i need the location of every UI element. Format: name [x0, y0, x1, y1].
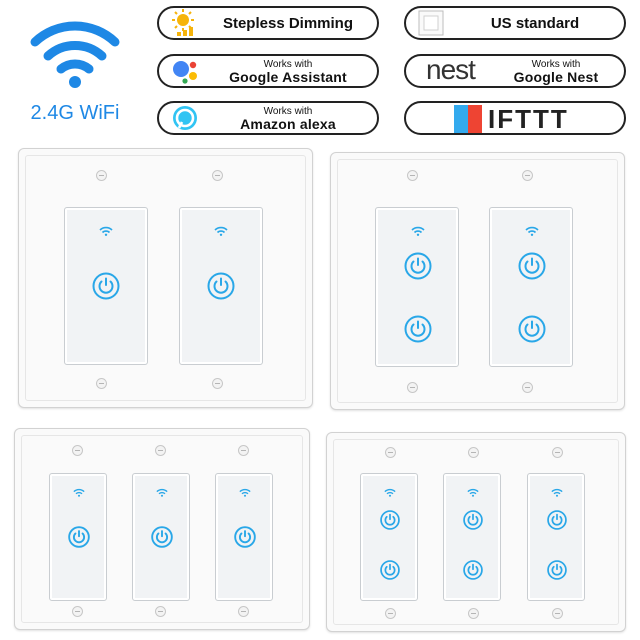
power-button-icon[interactable]	[68, 526, 90, 548]
power-button-icon[interactable]	[380, 560, 400, 580]
feature-label: Google Assistant	[229, 69, 347, 85]
wifi-label: 2.4G WiFi	[30, 102, 120, 124]
touch-panel[interactable]	[132, 473, 190, 601]
google-assistant-icon	[173, 61, 197, 84]
square-outlet-icon	[418, 10, 444, 36]
screw-icon	[385, 447, 396, 458]
nest-logo-icon: nest	[426, 54, 476, 85]
power-button-icon[interactable]	[547, 560, 567, 580]
screw-icon	[96, 170, 107, 181]
power-button-icon[interactable]	[518, 252, 546, 280]
feature-google-nest: nest Works with Google Nest	[404, 54, 626, 88]
touch-panel[interactable]	[375, 207, 459, 367]
wifi-indicator-icon	[239, 488, 251, 497]
wifi-indicator-icon	[384, 488, 396, 497]
power-button-icon[interactable]	[380, 510, 400, 530]
switch-plate-2gang-1button	[18, 148, 313, 408]
feature-prefix: Works with	[531, 59, 581, 70]
touch-panel[interactable]	[443, 473, 501, 601]
feature-ifttt: IFTTT	[404, 101, 626, 135]
screw-icon	[522, 382, 533, 393]
wifi-indicator-icon	[467, 488, 479, 497]
touch-panel[interactable]	[360, 473, 418, 601]
power-button-icon[interactable]	[234, 526, 256, 548]
touch-panel[interactable]	[489, 207, 573, 367]
feature-amazon-alexa: Works with Amazon alexa	[157, 101, 379, 135]
power-button-icon[interactable]	[463, 560, 483, 580]
screw-icon	[468, 447, 479, 458]
screw-icon	[96, 378, 107, 389]
screw-icon	[407, 170, 418, 181]
screw-icon	[522, 170, 533, 181]
switch-plate-2gang-2button	[330, 152, 625, 410]
screw-icon	[72, 445, 83, 456]
screw-icon	[72, 606, 83, 617]
switch-plate-3gang-1button	[14, 428, 310, 630]
sun-dimmer-icon	[172, 9, 194, 36]
switch-plate-3gang-2button	[326, 432, 626, 632]
feature-google-assistant: Works with Google Assistant	[157, 54, 379, 88]
feature-stepless-dimming: Stepless Dimming	[157, 6, 379, 40]
wifi-indicator-icon	[525, 226, 539, 236]
wifi-indicator-icon	[73, 488, 85, 497]
feature-label: Google Nest	[513, 69, 599, 85]
screw-icon	[212, 170, 223, 181]
screw-icon	[468, 608, 479, 619]
alexa-icon	[173, 106, 197, 130]
touch-panel[interactable]	[215, 473, 273, 601]
screw-icon	[385, 608, 396, 619]
screw-icon	[155, 445, 166, 456]
wifi-indicator-icon	[156, 488, 168, 497]
wifi-icon	[30, 21, 120, 88]
power-button-icon[interactable]	[518, 315, 546, 343]
screw-icon	[552, 447, 563, 458]
screw-icon	[155, 606, 166, 617]
power-button-icon[interactable]	[404, 315, 432, 343]
feature-label: Stepless Dimming	[222, 14, 354, 32]
touch-panel[interactable]	[179, 207, 263, 365]
feature-prefix: Works with	[263, 59, 313, 70]
wifi-indicator-icon	[551, 488, 563, 497]
ifttt-logo-icon: IFTTT	[454, 105, 576, 133]
touch-panel[interactable]	[49, 473, 107, 601]
ifttt-logo-text: IFTTT	[488, 104, 569, 134]
power-button-icon[interactable]	[404, 252, 432, 280]
screw-icon	[407, 382, 418, 393]
screw-icon	[212, 378, 223, 389]
power-button-icon[interactable]	[92, 272, 120, 300]
feature-label: US standard	[490, 14, 580, 32]
power-button-icon[interactable]	[547, 510, 567, 530]
feature-us-standard: US standard	[404, 6, 626, 40]
power-button-icon[interactable]	[463, 510, 483, 530]
screw-icon	[552, 608, 563, 619]
touch-panel[interactable]	[64, 207, 148, 365]
wifi-indicator-icon	[99, 226, 113, 236]
wifi-indicator-icon	[214, 226, 228, 236]
touch-panel[interactable]	[527, 473, 585, 601]
power-button-icon[interactable]	[151, 526, 173, 548]
wifi-indicator-icon	[411, 226, 425, 236]
screw-icon	[238, 606, 249, 617]
wifi-badge: 2.4G WiFi	[20, 10, 130, 124]
feature-label: Amazon alexa	[240, 116, 336, 132]
feature-prefix: Works with	[263, 106, 313, 117]
screw-icon	[238, 445, 249, 456]
power-button-icon[interactable]	[207, 272, 235, 300]
